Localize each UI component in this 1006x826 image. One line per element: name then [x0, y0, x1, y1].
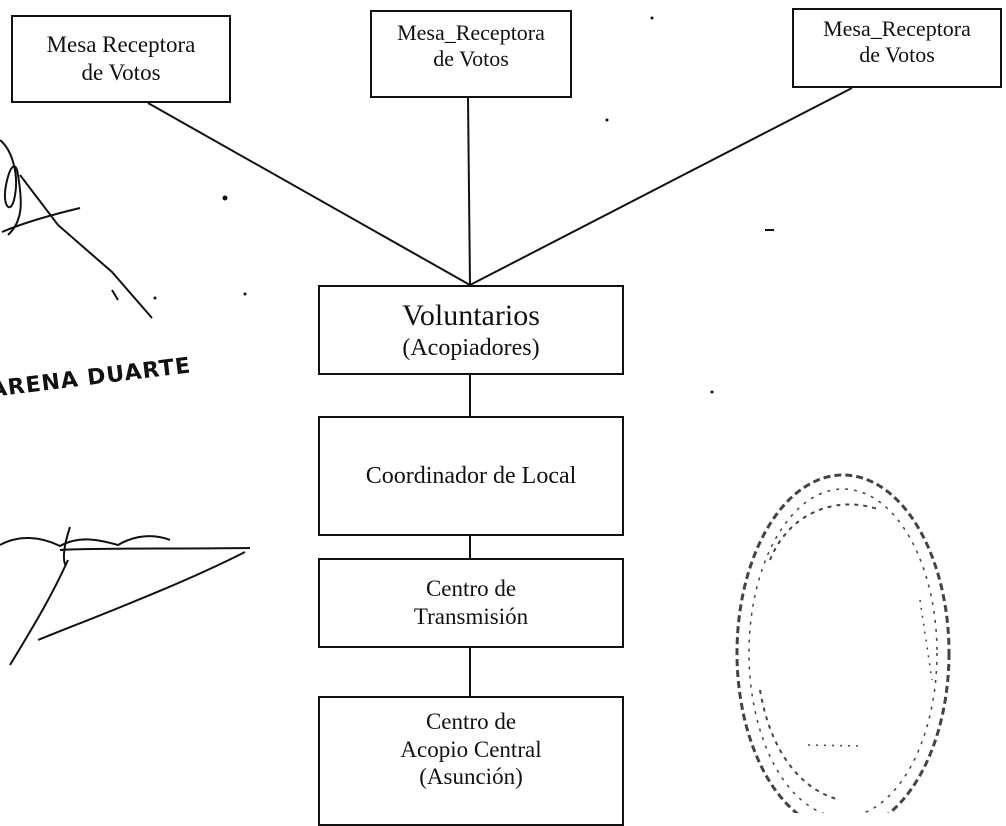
signature-1-icon [0, 139, 153, 319]
node-voluntarios: Voluntarios (Acopiadores) [318, 285, 624, 375]
node-label-line1: Voluntarios [402, 298, 540, 332]
node-centro-de-transmision: Centro de Transmisión [318, 558, 624, 648]
node-label-line1: Centro de [425, 576, 517, 602]
stray-marks [153, 16, 774, 394]
node-label-line2: de Votos [859, 42, 935, 68]
node-mesa-receptora-1: Mesa Receptora de Votos [11, 15, 231, 103]
edge-mesa1-voluntarios [147, 102, 471, 286]
node-mesa-receptora-3: Mesa_Receptora de Votos [792, 8, 1002, 88]
edge-mesa2-voluntarios [467, 97, 471, 286]
stamp-seal-icon [735, 473, 951, 813]
node-label-line1: Mesa_Receptora [397, 20, 545, 45]
node-label-line2: Acopio Central [400, 736, 542, 762]
node-label-line3: (Asunción) [419, 764, 523, 790]
edge-mesa3-voluntarios [469, 87, 853, 286]
node-label-line2: de Votos [81, 60, 161, 85]
connector-lines [147, 87, 853, 696]
node-label-line2: Transmisión [413, 604, 529, 629]
signature-2-icon [0, 526, 251, 666]
node-centro-de-acopio-central: Centro de Acopio Central (Asunción) [318, 696, 624, 826]
node-label-line2: de Votos [433, 46, 509, 72]
node-label-line1: Centro de [425, 709, 517, 734]
node-label-line1: Mesa Receptora [46, 32, 196, 58]
node-label-line1: Coordinador de Local [365, 462, 577, 489]
node-label-line1: Mesa_Receptora [823, 16, 971, 41]
node-coordinador-de-local: Coordinador de Local [318, 416, 624, 536]
node-label-line2: (Acopiadores) [402, 334, 540, 361]
node-mesa-receptora-2: Mesa_Receptora de Votos [370, 10, 572, 98]
